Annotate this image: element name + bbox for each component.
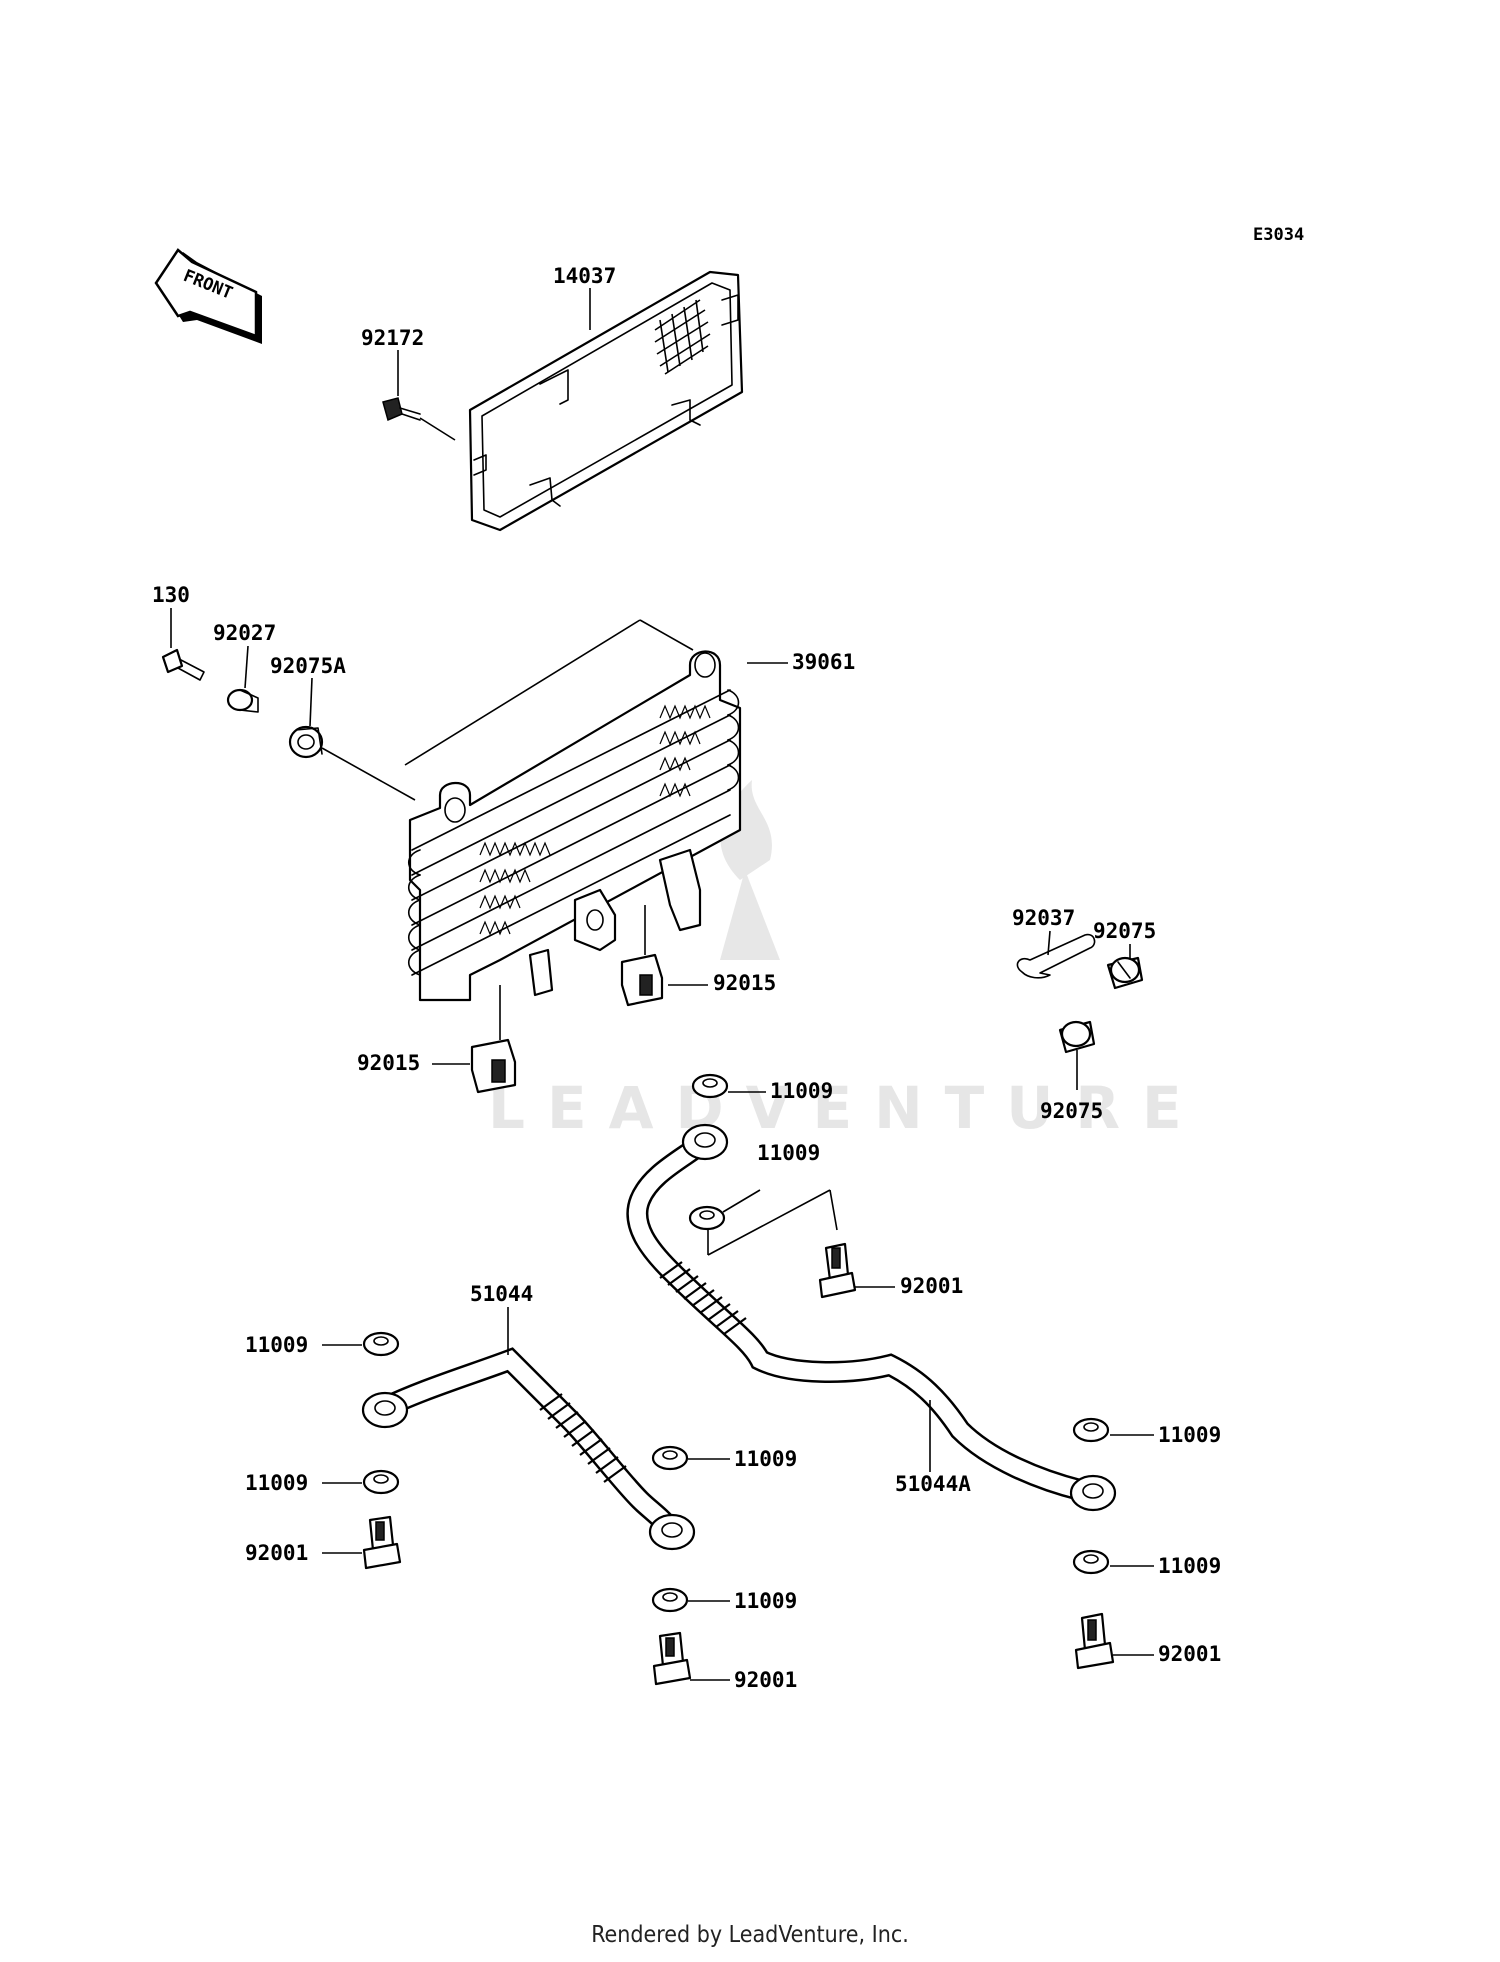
clamp-92015-right: [620, 953, 664, 1007]
watermark-text: LEADVENTURE: [488, 1074, 1204, 1142]
part-label-11009-right-upper: 11009: [1158, 1423, 1221, 1447]
clip-92037: [1016, 933, 1096, 979]
banjo-bolt-92001-left: [362, 1515, 402, 1570]
part-label-14037: 14037: [553, 264, 616, 288]
part-label-92015-right: 92015: [713, 971, 776, 995]
part-label-92001-middle: 92001: [734, 1668, 797, 1692]
part-label-92037: 92037: [1012, 906, 1075, 930]
part-label-11009-upper-right: 11009: [757, 1141, 820, 1165]
washer-11009-left-lower: [362, 1469, 400, 1495]
banjo-bolt-92001-right: [1074, 1612, 1115, 1670]
grommet-92075-lower: [1058, 1020, 1096, 1054]
part-label-92001-left: 92001: [245, 1541, 308, 1565]
washer-11009-middle-lower: [651, 1587, 689, 1613]
part-label-92075-lower: 92075: [1040, 1099, 1103, 1123]
part-label-11009-right-lower: 11009: [1158, 1554, 1221, 1578]
part-label-11009-top: 11009: [770, 1079, 833, 1103]
part-label-11009-middle-upper: 11009: [734, 1447, 797, 1471]
front-arrow-icon: FRONT: [154, 248, 262, 344]
grommet-92075-upper: [1106, 956, 1144, 990]
clamp-92015-left: [470, 1038, 517, 1094]
part-label-51044A: 51044A: [895, 1472, 971, 1496]
oil-cooler-39061: [404, 619, 742, 1002]
bolt-92172: [382, 397, 421, 422]
washer-11009-left-upper: [362, 1331, 400, 1357]
washer-11009-middle-upper: [651, 1445, 689, 1471]
part-label-92075A: 92075A: [270, 654, 346, 678]
part-label-11009-left-upper: 11009: [245, 1333, 308, 1357]
part-label-92075-upper: 92075: [1093, 919, 1156, 943]
washer-11009-right-lower: [1072, 1549, 1110, 1575]
banjo-bolt-92001-middle: [652, 1631, 692, 1686]
banjo-bolt-92001-upper: [818, 1242, 857, 1299]
part-label-11009-middle-lower: 11009: [734, 1589, 797, 1613]
part-label-92172: 92172: [361, 326, 424, 350]
diagram-code: E3034: [1253, 225, 1304, 245]
washer-11009-top: [691, 1073, 729, 1099]
oil-hose-51044A: [626, 1123, 1117, 1512]
bolt-130: [161, 648, 205, 681]
part-label-11009-left-lower: 11009: [245, 1471, 308, 1495]
oil-hose-51044: [361, 1347, 696, 1551]
part-label-130: 130: [152, 583, 190, 607]
collar-92027: [226, 688, 259, 713]
part-label-39061: 39061: [792, 650, 855, 674]
grommet-92075A: [288, 725, 324, 759]
part-label-92001-upper: 92001: [900, 1274, 963, 1298]
washer-11009-upper-right: [688, 1205, 726, 1231]
part-label-51044: 51044: [470, 1282, 533, 1306]
part-label-92001-right: 92001: [1158, 1642, 1221, 1666]
oil-cooler-guard-14037: [468, 270, 744, 532]
footer-credit: Rendered by LeadVenture, Inc.: [591, 1922, 909, 1948]
part-label-92027: 92027: [213, 621, 276, 645]
watermark: LEADVENTURE: [488, 780, 1204, 1142]
part-label-92015-left: 92015: [357, 1051, 420, 1075]
washer-11009-right-upper: [1072, 1417, 1110, 1443]
